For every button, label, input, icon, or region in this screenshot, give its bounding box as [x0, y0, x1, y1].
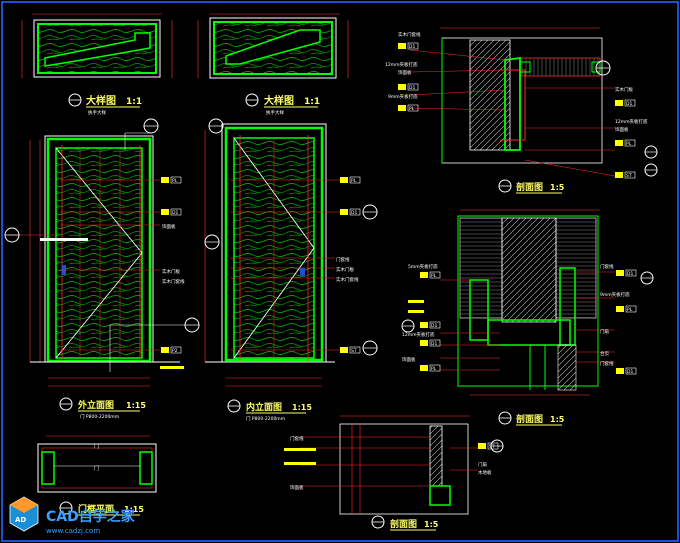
watermark: AD CAD自学之家 www.cadzj.com	[9, 496, 136, 535]
tag-outer-3: P2	[172, 348, 178, 354]
section-bottom: 门套线 饰面板 ST 门扇 木地板 剖面图 1:5	[284, 415, 504, 531]
outer-elevation-title: 外立面图	[77, 399, 114, 411]
note-inner-1: 门套线	[336, 256, 350, 263]
tag-sectop-3: PL	[409, 106, 415, 112]
section-middle: 5mm夹板打底 PL D1 12mm夹板打底 D1 饰面板 PL 门套线 D1 …	[401, 209, 654, 426]
brand-name: CAD自学之家	[46, 508, 136, 525]
brand-logo-letters: AD	[15, 516, 26, 524]
note-secmid-l3: 饰面板	[402, 356, 416, 363]
inner-elevation-sub: 门 P800-2200mm	[246, 415, 285, 422]
tag-sectop-5: PL	[626, 141, 632, 147]
note-sectop-7: 饰面板	[615, 126, 629, 133]
section-bottom-title: 剖面图	[390, 518, 417, 530]
note-secmid-r2: 9mm夹板打底	[600, 291, 630, 298]
handle-a-scale: 1:1	[126, 97, 142, 107]
tag-outer-2: D1	[172, 210, 178, 216]
handle-b-sub: 执手大样	[266, 109, 284, 116]
tag-outer-1: PL	[172, 178, 178, 184]
tag-sectop-1: D1	[409, 44, 415, 50]
section-middle-title: 剖面图	[516, 413, 543, 425]
section-bottom-scale: 1:5	[424, 520, 439, 529]
plan-label-mid: 门	[94, 465, 99, 472]
tag-sectop-4: D1	[626, 101, 632, 107]
note-secmid-r4: 合页	[600, 350, 609, 357]
tag-secmid-l4: PL	[431, 366, 437, 372]
inner-elevation: 内立面图 1:15 门 P800-2200mm PL D1 ST 门套线 实木门…	[204, 118, 378, 422]
note-outer-1: 饰面板	[162, 223, 176, 230]
door-frame-plan: 门 门 门框平面 1:15	[37, 435, 157, 516]
outer-elevation-scale: 1:15	[126, 401, 146, 410]
handle-b-title: 大样图	[264, 94, 294, 107]
section-middle-scale: 1:5	[550, 415, 565, 424]
tag-secmid-r3: D1	[627, 369, 633, 375]
note-secmid-r1: 门套线	[600, 263, 614, 270]
tag-secmid-l1: PL	[431, 273, 437, 279]
tag-sectop-6: ST	[626, 173, 632, 179]
brand-url: www.cadzj.com	[46, 527, 100, 535]
plan-label-top: 门	[94, 443, 99, 450]
note-sectop-5: 实木门板	[615, 86, 633, 93]
tag-inner-1: PL	[351, 178, 357, 184]
note-sectop-2: 12mm夹板打底	[385, 61, 418, 68]
inner-elevation-title: 内立面图	[246, 401, 282, 413]
note-secbot-4: 木地板	[478, 469, 492, 476]
note-outer-3: 实木门套线	[162, 278, 185, 285]
plan-scale: 1:15	[124, 505, 144, 514]
handle-a-sub: 执手大样	[88, 109, 106, 116]
note-outer-2: 实木门板	[162, 268, 180, 275]
tag-secmid-r1: D1	[627, 271, 633, 277]
tag-secmid-l3: D1	[431, 341, 437, 347]
section-top: 实木门套线 D1 12mm夹板打底 饰面板 D1 9mm夹板打底 PL 实木门板…	[385, 27, 658, 194]
note-sectop-1: 实木门套线	[398, 31, 421, 38]
tag-sectop-2: D1	[409, 85, 415, 91]
note-secbot-3: 门扇	[478, 461, 487, 468]
handle-detail-a: 大样图 1:1 执手大样	[21, 13, 173, 116]
section-top-scale: 1:5	[550, 183, 565, 192]
note-secbot-1: 门套线	[290, 435, 304, 442]
outer-elevation-sub: 门 P800-2200mm	[80, 413, 119, 420]
tag-secbot-1: ST	[489, 444, 495, 450]
note-inner-3: 实木门套线	[336, 276, 359, 283]
handle-a-title: 大样图	[86, 94, 116, 107]
note-sectop-6: 12mm夹板打底	[615, 118, 648, 125]
tag-inner-2: D1	[351, 210, 357, 216]
handle-b-scale: 1:1	[304, 97, 320, 107]
note-secbot-2: 饰面板	[290, 484, 304, 491]
tag-secmid-r2: PL	[627, 307, 633, 313]
inner-elevation-scale: 1:15	[292, 403, 312, 412]
section-top-title: 剖面图	[516, 181, 543, 193]
note-secmid-r5: 门套线	[600, 360, 614, 367]
tag-inner-3: ST	[351, 348, 357, 354]
note-sectop-3: 饰面板	[398, 69, 412, 76]
outer-elevation: 外立面图 1:15 门 P800-2200mm PL D1 P2 饰面板 实木门…	[4, 118, 200, 420]
note-sectop-4: 9mm夹板打底	[388, 93, 418, 100]
note-secmid-l1: 5mm夹板打底	[408, 263, 438, 270]
tag-secmid-l2: D1	[431, 323, 437, 329]
plan-title: 门框平面	[78, 503, 114, 515]
note-inner-2: 实木门板	[336, 266, 354, 273]
note-secmid-l2: 12mm夹板打底	[402, 331, 435, 338]
handle-detail-b: 大样图 1:1 执手大样	[197, 13, 349, 116]
note-secmid-r3: 门扇	[600, 328, 609, 335]
